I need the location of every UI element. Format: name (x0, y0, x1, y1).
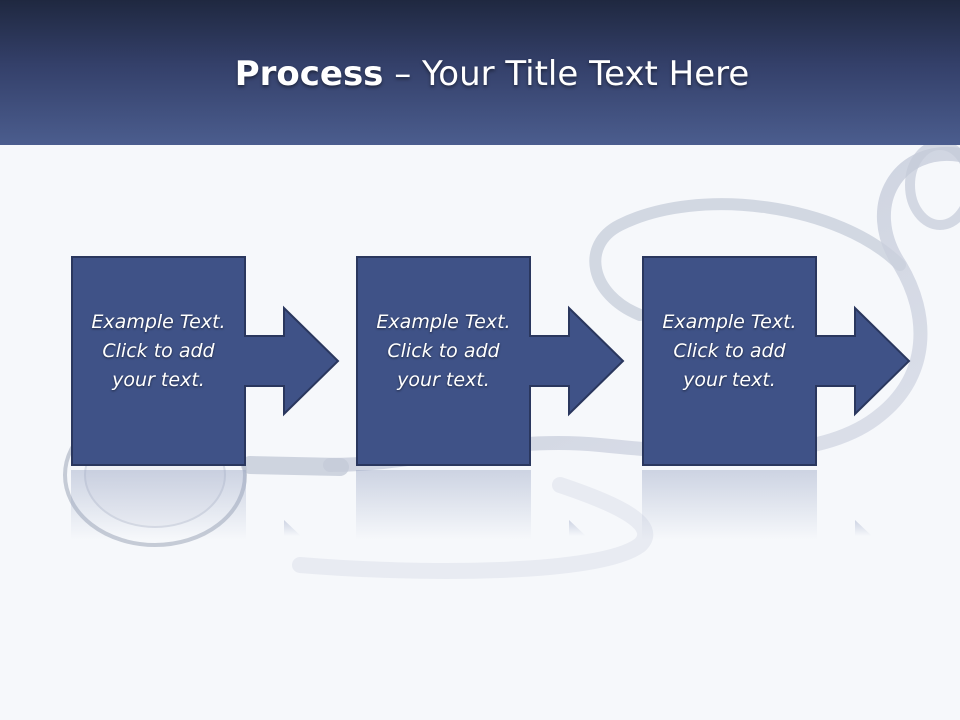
step-1-line-3: your text. (112, 369, 205, 391)
step-2-line-3: your text. (397, 369, 490, 391)
step-2-reflection (356, 470, 586, 540)
step-1-line-1: Example Text. (91, 311, 226, 333)
step-1-arrow-shape (71, 256, 340, 466)
step-2-text: Example Text. Click to add your text. (356, 308, 531, 395)
step-3-line-2: Click to add (673, 340, 786, 362)
step-1-reflection (71, 470, 301, 540)
step-1-text: Example Text. Click to add your text. (71, 308, 246, 395)
step-3-line-3: your text. (683, 369, 776, 391)
step-2-line-2: Click to add (387, 340, 500, 362)
process-step-2[interactable]: Example Text. Click to add your text. (356, 256, 625, 466)
process-step-3[interactable]: Example Text. Click to add your text. (642, 256, 911, 466)
step-2-line-1: Example Text. (376, 311, 511, 333)
step-3-line-1: Example Text. (662, 311, 797, 333)
title-bold: Process (234, 54, 384, 94)
slide-title[interactable]: Process – Your Title Text Here (0, 52, 960, 96)
title-rest: – Your Title Text Here (383, 54, 750, 94)
title-bar: Process – Your Title Text Here (0, 0, 960, 145)
step-3-text: Example Text. Click to add your text. (642, 308, 817, 395)
step-1-line-2: Click to add (102, 340, 215, 362)
step-2-arrow-shape (356, 256, 625, 466)
process-step-1[interactable]: Example Text. Click to add your text. (71, 256, 340, 466)
step-3-arrow-shape (642, 256, 911, 466)
step-3-reflection (642, 470, 872, 540)
